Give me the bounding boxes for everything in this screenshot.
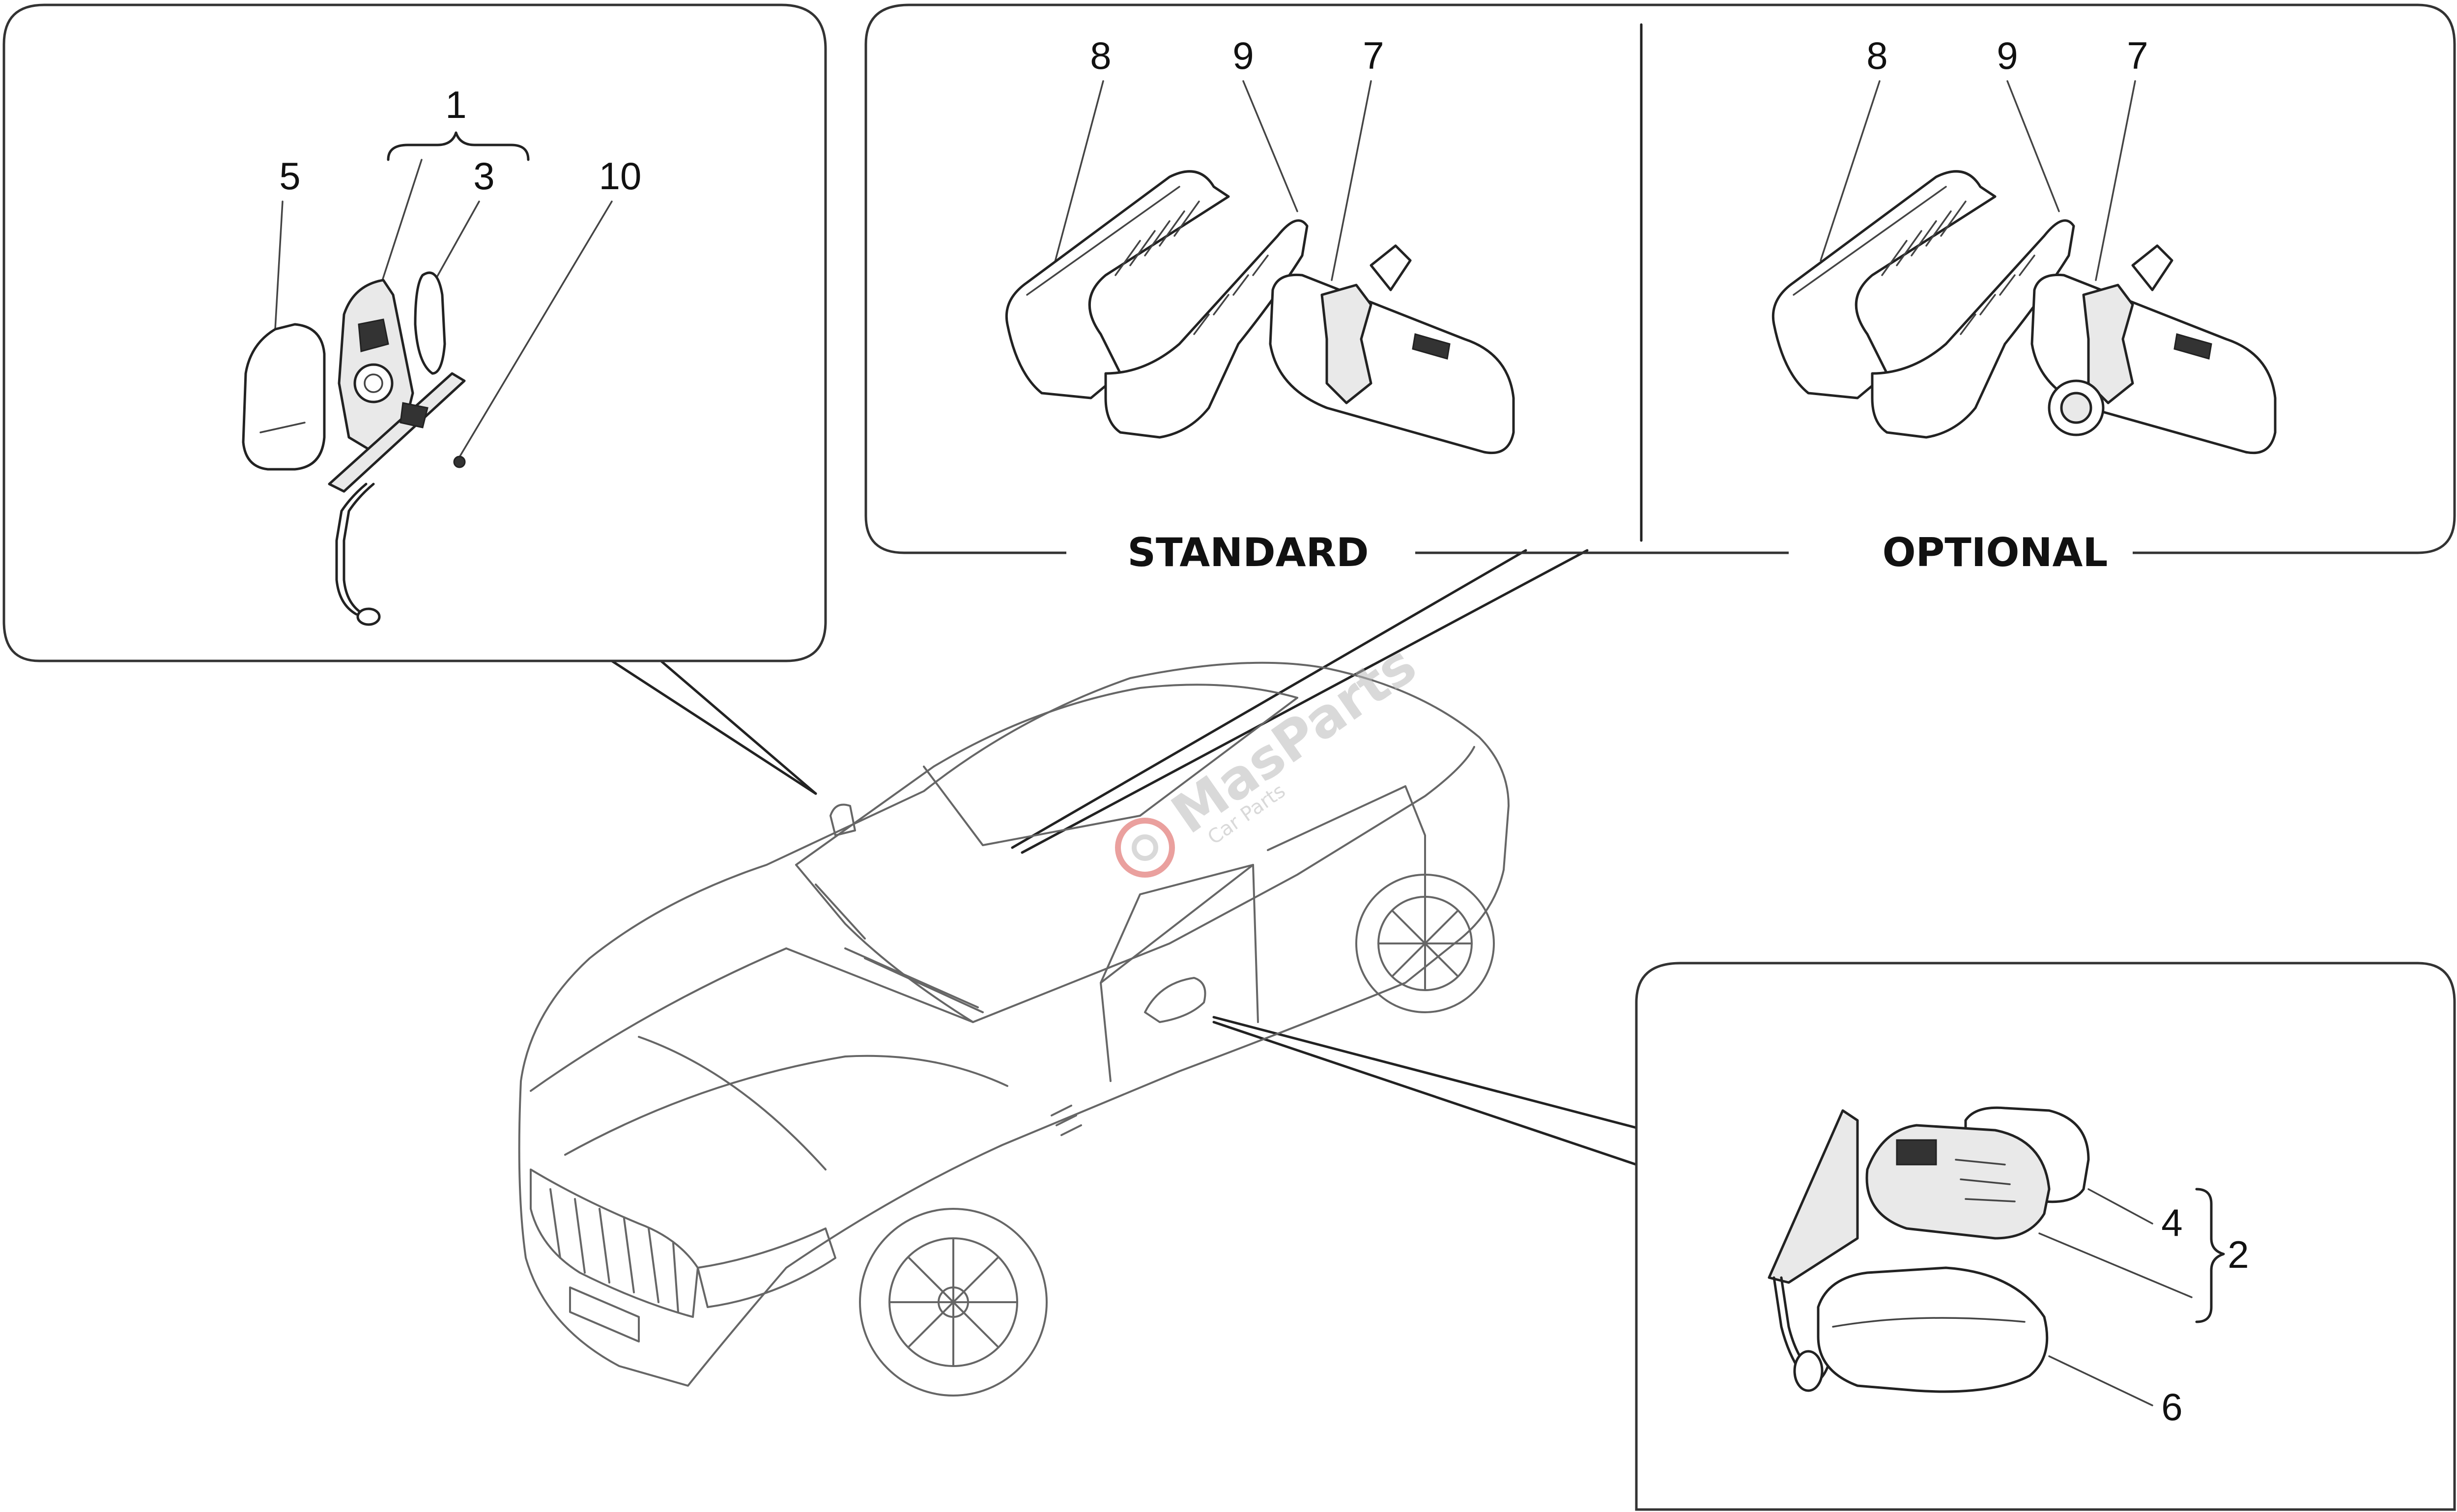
car-illustration — [518, 661, 1510, 1397]
callout-7-optional: 7 — [2127, 34, 2148, 77]
mirror-cover-part-right — [1817, 1266, 2049, 1393]
callout-4: 4 — [2161, 1201, 2182, 1244]
right-mirror-panel: 4 2 6 — [1635, 962, 2456, 1511]
callout-3: 3 — [473, 154, 494, 198]
callout-7-standard: 7 — [1363, 34, 1384, 77]
mirror-housing-part — [1865, 1124, 2051, 1240]
callout-8-optional: 8 — [1866, 34, 1887, 77]
callout-6: 6 — [2161, 1385, 2182, 1428]
callout-9-standard: 9 — [1232, 34, 1254, 77]
callout-5: 5 — [279, 154, 300, 198]
callout-8-standard: 8 — [1090, 34, 1111, 77]
callout-9-optional: 9 — [1997, 34, 2018, 77]
mirror-glass-part — [242, 323, 326, 471]
standard-variant: 8 9 7 — [1005, 34, 1515, 455]
standard-label: STANDARD — [1127, 530, 1369, 575]
callout-10: 10 — [599, 154, 642, 198]
watermark: MasParts Car Parts — [1115, 633, 1428, 878]
mirror-cover-part — [414, 271, 446, 375]
panel-leaders — [610, 549, 1638, 1166]
callout-1: 1 — [445, 83, 466, 126]
callout-2: 2 — [2228, 1233, 2249, 1276]
interior-mirror-panel: STANDARD OPTIONAL 8 9 7 8 9 — [864, 3, 2456, 575]
left-mirror-panel: 1 5 3 10 — [2, 3, 827, 662]
screw-part — [453, 456, 466, 468]
optional-variant: 8 9 7 — [1771, 34, 2277, 455]
optional-label: OPTIONAL — [1883, 530, 2108, 575]
